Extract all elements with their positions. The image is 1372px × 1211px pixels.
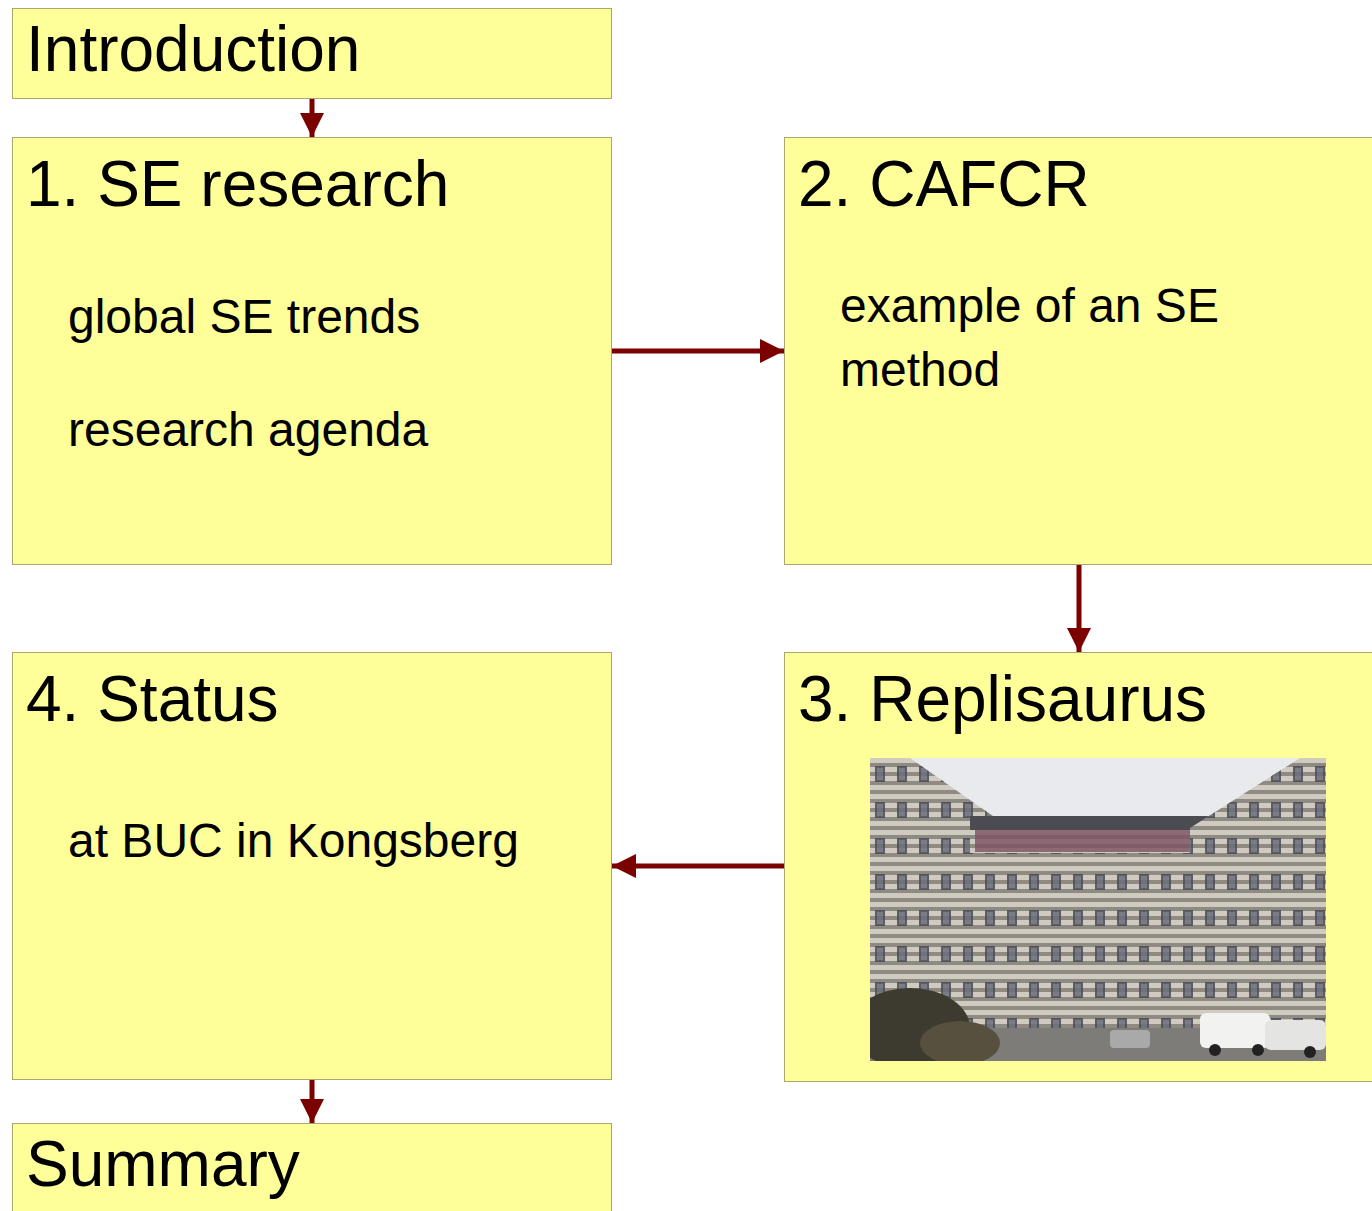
box-heading: 3. Replisaurus [798, 663, 1372, 737]
box-text: example of an SE method [840, 274, 1280, 404]
flow-arrow [1077, 565, 1082, 652]
flow-arrow [310, 1080, 315, 1123]
box-heading: Summary [26, 1128, 611, 1202]
process-box: 2. CAFCR example of an SE method [784, 137, 1372, 565]
box-text: global SE trends [68, 285, 611, 350]
box-heading: 1. SE research [26, 148, 611, 222]
flow-arrow [612, 349, 784, 354]
building-photo [870, 758, 1326, 1061]
flow-arrow [612, 864, 784, 869]
process-box: 3. Replisaurus [784, 652, 1372, 1082]
process-box: Introduction [12, 8, 612, 99]
box-heading: 2. CAFCR [798, 148, 1372, 222]
process-box: Summary [12, 1123, 612, 1211]
box-heading: 4. Status [26, 663, 611, 737]
process-box: 1. SE research global SE trends research a… [12, 137, 612, 565]
box-heading: Introduction [26, 13, 611, 87]
process-box: 4. Status at BUC in Kongsberg [12, 652, 612, 1080]
flow-arrow [310, 99, 315, 137]
box-text: at BUC in Kongsberg [68, 809, 611, 874]
box-text: research agenda [68, 398, 611, 463]
